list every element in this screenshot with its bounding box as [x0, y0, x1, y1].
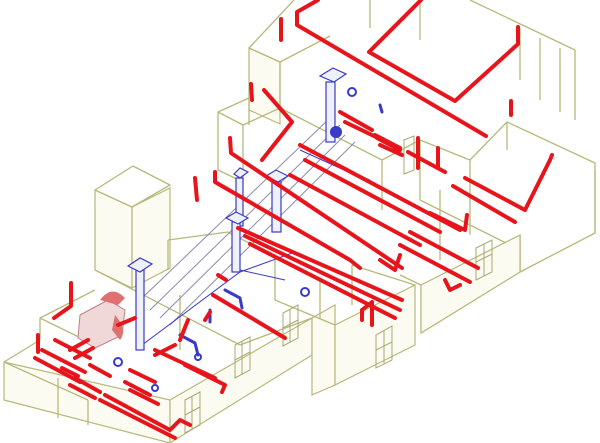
pipe-run [260, 88, 294, 162]
duct-riser [325, 81, 336, 143]
window [375, 325, 393, 369]
pipe-run [367, 0, 520, 103]
blue-branch [178, 103, 384, 357]
window [403, 135, 415, 175]
duct-riser [135, 269, 145, 351]
roof-hood [224, 211, 250, 225]
window [475, 239, 493, 281]
wall-right-wing-front [420, 234, 521, 335]
main-duct-run [139, 117, 356, 326]
pipe-run [375, 136, 404, 157]
fan-unit [100, 291, 125, 340]
pipe-run [193, 176, 404, 302]
diffuser [347, 87, 357, 97]
equipment [77, 291, 126, 349]
diffuser [151, 384, 159, 392]
diffuser [300, 287, 310, 297]
pipe-run [123, 380, 160, 406]
window [234, 336, 251, 379]
pipe-run [33, 333, 92, 384]
pipe-run [378, 253, 462, 292]
building-walls [3, 0, 596, 443]
pipe-run [398, 211, 480, 284]
pipe-run [98, 368, 192, 440]
pipe-run [288, 143, 462, 247]
duct-riser [271, 181, 282, 233]
fan-coil [330, 126, 342, 138]
diffuser [113, 357, 123, 367]
pipe-run [451, 153, 554, 224]
ductwork [113, 67, 384, 392]
roof-hood [318, 67, 348, 83]
pipe-run [406, 136, 447, 174]
pipe-run [295, 0, 488, 138]
pipe-run [60, 338, 95, 378]
wall-front-left [3, 361, 171, 443]
wall-front-center [334, 284, 416, 386]
pipe-run [68, 363, 112, 400]
pipe-run [52, 281, 73, 320]
wall-tower-top [94, 165, 171, 208]
pipe-run [116, 316, 227, 394]
pipe-run [203, 273, 287, 340]
wall-top-block-outline [248, 0, 295, 49]
pipe-run [213, 170, 362, 270]
piping [33, 0, 554, 440]
pipe-run [360, 300, 374, 327]
roof-hood [126, 257, 154, 273]
pipe-run [228, 82, 404, 270]
wall-front-mid [311, 303, 336, 396]
roof-hood [233, 167, 250, 179]
